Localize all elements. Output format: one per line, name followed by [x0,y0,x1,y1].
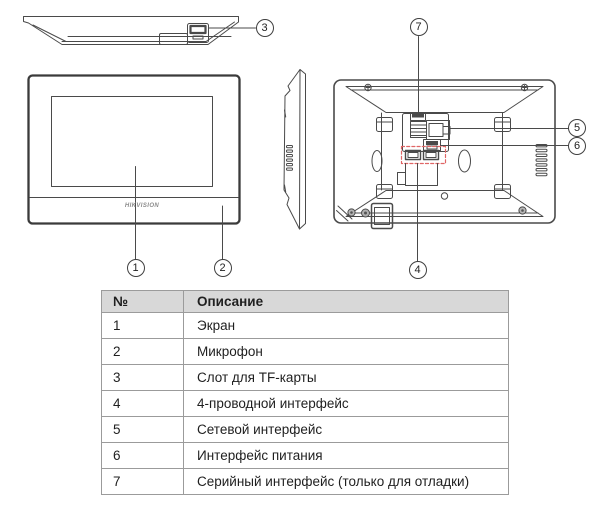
callout-4-label: 4 [414,263,421,276]
cell-number: 1 [101,312,184,339]
cell-description: Серийный интерфейс (только для отладки) [183,468,509,495]
cell-number: 2 [101,338,184,365]
screen [51,96,213,187]
callout-2: 2 [213,259,232,277]
cell-description: Микрофон [183,338,509,365]
cell-number: 4 [101,390,184,417]
parts-table: № Описание 1 Экран 2 Микрофон 3 Слот для… [101,290,509,495]
cell-number: 5 [101,416,184,443]
table-row: 4 4-проводной интерфейс [101,390,509,417]
network-interface [426,120,451,140]
top-view [23,16,256,45]
callout-4: 4 [408,261,427,279]
side-speaker-vents [286,145,293,171]
mounting-tabs [376,117,511,199]
brand-logo: HIKVISION [124,202,160,209]
power-interface [423,139,441,151]
rear-speaker-vents [535,144,548,177]
callout-3-label: 3 [261,21,268,34]
table-row: 6 Интерфейс питания [101,442,509,469]
cell-description: Сетевой интерфейс [183,416,509,443]
tf-card-slot [187,23,209,43]
cell-number: 6 [101,442,184,469]
table-row: 2 Микрофон [101,338,509,365]
cell-description: Интерфейс питания [183,442,509,469]
wall-clip [370,202,394,230]
table-row: 3 Слот для TF-карты [101,364,509,391]
four-wire-interface [400,145,447,165]
callout-2-label: 2 [219,261,226,274]
rear-view [333,36,569,262]
callout-1-label: 1 [132,261,139,274]
cell-number: 3 [101,364,184,391]
callout-3: 3 [255,19,274,37]
header-number: № [101,290,184,313]
front-view [27,74,241,260]
connector-block [400,112,451,165]
table-header-row: № Описание [101,290,509,313]
screws [347,83,529,218]
callout-5-label: 5 [573,121,581,134]
header-description: Описание [183,290,509,313]
side-view [283,69,306,230]
table-row: 5 Сетевой интерфейс [101,416,509,443]
cell-number: 7 [101,468,184,495]
cell-description: 4-проводной интерфейс [183,390,509,417]
highlight-box [400,145,447,165]
callout-7: 7 [409,18,428,36]
cell-description: Слот для TF-карты [183,364,509,391]
callout-6-label: 6 [573,139,581,152]
cell-description: Экран [183,312,509,339]
callout-5: 5 [568,119,586,137]
table-row: 1 Экран [101,312,509,339]
callout-7-label: 7 [415,20,422,33]
callout-6: 6 [568,137,586,155]
table-row: 7 Серийный интерфейс (только для отладки… [101,468,509,495]
callout-1: 1 [126,259,145,277]
